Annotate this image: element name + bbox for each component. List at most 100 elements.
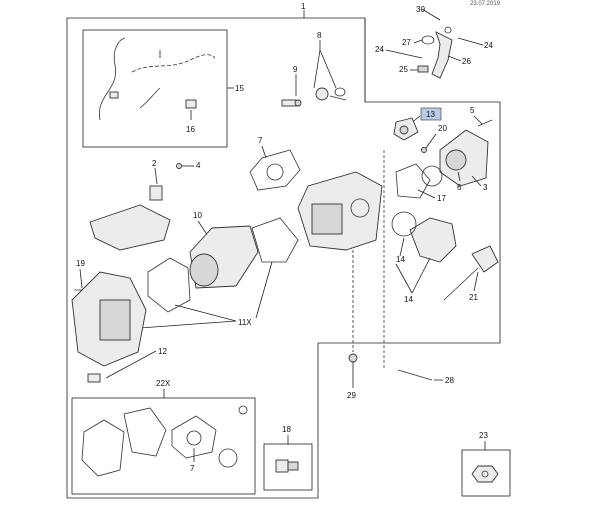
- callout-7b: 7: [190, 464, 195, 473]
- leader-14a: [399, 237, 405, 257]
- nut-29: [348, 353, 358, 363]
- leader-7a: [261, 145, 267, 159]
- mounting-bracket: [89, 204, 171, 251]
- fittings-8: [315, 87, 347, 101]
- kit-gasket-a: [81, 419, 125, 477]
- plug-18: [275, 459, 289, 473]
- leader-11c: [255, 261, 273, 319]
- callout-8: 8: [317, 31, 322, 40]
- leader-27: [413, 39, 423, 44]
- callout-13-highlight: [420, 107, 442, 121]
- gasket-17: [395, 163, 431, 199]
- leader-6: [457, 171, 461, 182]
- leader-8b: [319, 49, 337, 89]
- kit-oring-large: [218, 448, 238, 468]
- kit-gasket-7: [171, 415, 217, 459]
- callout-4: 4: [196, 161, 201, 170]
- leader-10: [197, 220, 209, 237]
- cooler-end: [189, 253, 219, 287]
- gasket-11-left: [147, 257, 191, 313]
- callout-14b: 14: [404, 295, 413, 304]
- callout-10: 10: [193, 211, 202, 220]
- leader-12: [105, 350, 157, 379]
- housing-face: [99, 299, 131, 341]
- callout-7a: 7: [258, 136, 263, 145]
- callout-15: 15: [235, 84, 244, 93]
- leader-11b: [174, 304, 237, 322]
- callout-13: 13: [426, 110, 435, 119]
- plug-18-tip: [287, 461, 299, 471]
- kit-oring-small: [238, 405, 248, 415]
- nut-23: [471, 465, 499, 483]
- gasket-kit-box: [71, 397, 256, 495]
- part-23-box: [461, 449, 511, 497]
- bolt-5: [477, 119, 493, 127]
- leader-17: [417, 189, 436, 199]
- kit-gasket-b: [123, 407, 167, 457]
- outlet-pipe-14: [409, 217, 457, 263]
- callout-18: 18: [282, 425, 291, 434]
- screw-20: [421, 147, 427, 153]
- callout-24a: 24: [375, 45, 384, 54]
- body-bore: [350, 198, 370, 218]
- valve-2: [149, 185, 163, 201]
- callout-5: 5: [470, 106, 475, 115]
- kit-gasket-7-hole: [186, 430, 202, 446]
- bolt-4: [176, 163, 182, 169]
- leader-19: [79, 268, 83, 289]
- hose-assembly-15: [98, 37, 216, 121]
- sensor-21-probe: [443, 267, 479, 301]
- leader-21: [473, 271, 479, 292]
- leader-5: [473, 115, 483, 125]
- leader-11a: [139, 320, 237, 329]
- valve-13-port: [399, 125, 409, 135]
- clip-12: [87, 373, 101, 383]
- callout-23: 23: [479, 431, 488, 440]
- leader-8a: [313, 49, 321, 89]
- leader-26: [447, 55, 462, 62]
- callout-1: 1: [301, 2, 306, 11]
- callout-12: 12: [158, 347, 167, 356]
- callout-3: 3: [483, 183, 488, 192]
- actuator-3-face: [445, 149, 467, 171]
- leader-24a: [385, 49, 423, 59]
- callout-19: 19: [76, 259, 85, 268]
- oring-14: [391, 211, 417, 237]
- leader-24b: [457, 37, 484, 46]
- callout-9: 9: [293, 65, 298, 74]
- callout-14a: 14: [396, 255, 405, 264]
- sensor-9: [281, 99, 302, 107]
- leader-14c: [395, 263, 413, 294]
- callout-25: 25: [399, 65, 408, 74]
- callout-29: 29: [347, 391, 356, 400]
- leader-2: [154, 167, 158, 185]
- pipe-fitting-assembly: [417, 26, 453, 79]
- gasket-11-right: [251, 217, 299, 263]
- leader-14b: [411, 257, 431, 294]
- nut-23-hole: [481, 470, 489, 478]
- callout-17: 17: [437, 194, 446, 203]
- callout-11: 11X: [238, 318, 252, 327]
- callout-27: 27: [402, 38, 411, 47]
- gasket-7-hole: [266, 163, 284, 181]
- callout-24b: 24: [484, 41, 493, 50]
- leader-30: [421, 8, 441, 21]
- body-port: [311, 203, 343, 235]
- sensor-21: [471, 245, 499, 273]
- hose-kit-box: [82, 29, 228, 148]
- callout-16: 16: [186, 125, 195, 134]
- oring-6: [421, 165, 443, 187]
- callout-22: 22X: [156, 379, 171, 388]
- callout-6: 6: [457, 183, 462, 192]
- callout-21: 21: [469, 293, 478, 302]
- gasket-7-upper: [249, 149, 301, 191]
- callout-30: 30: [416, 5, 425, 14]
- callout-2: 2: [152, 159, 157, 168]
- leader-20: [425, 133, 437, 149]
- bolt-28: [397, 369, 433, 381]
- header-date: 23.07.2019: [470, 1, 501, 7]
- callout-28: 28: [445, 376, 454, 385]
- callout-20: 20: [438, 124, 447, 133]
